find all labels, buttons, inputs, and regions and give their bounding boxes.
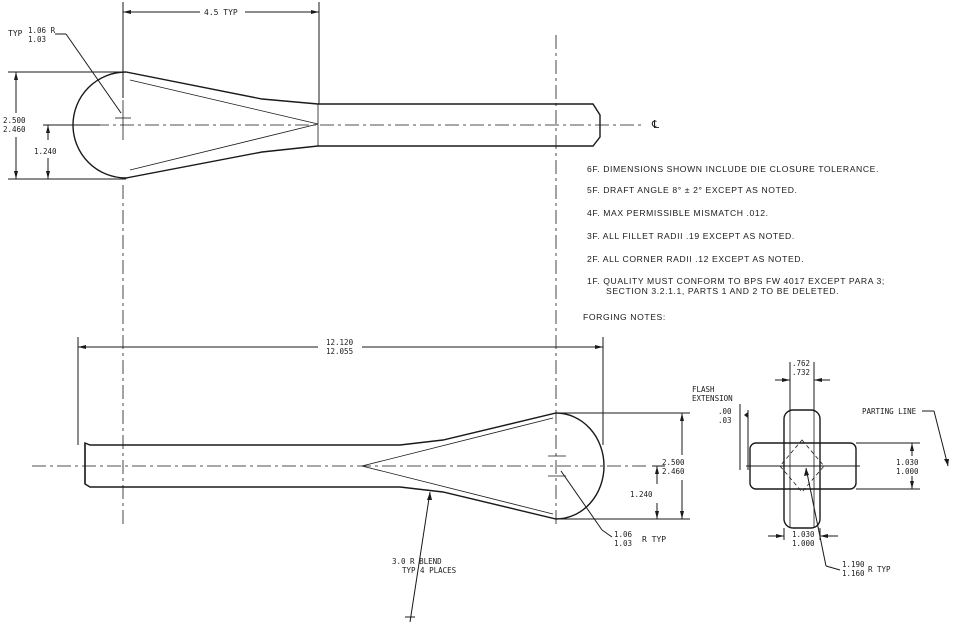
flash-min: .03 (718, 416, 732, 425)
flash-label-2: EXTENSION (692, 394, 733, 403)
side-width-max: 2.500 (662, 458, 685, 467)
note-1f: 1F. QUALITY MUST CONFORM TO BPS FW 4017 … (587, 276, 885, 286)
sec-height-min: 1.000 (896, 467, 919, 476)
centerline-label: ℄ (651, 118, 659, 131)
note-2f: 2F. ALL CORNER RADII .12 EXCEPT AS NOTED… (587, 254, 804, 264)
note-4f: 4F. MAX PERMISSIBLE MISMATCH .012. (587, 208, 769, 218)
side-radius-suffix: R TYP (642, 535, 666, 544)
sec-radius-leader-h (825, 565, 841, 571)
side-width-min: 2.460 (662, 467, 685, 476)
dim-4-5-typ: 4.5 TYP (204, 8, 238, 17)
arrowhead (680, 413, 684, 421)
top-view: ℄ 4.5 TYP TYP 1.06 R 1.03 2.500 2.460 1.… (3, 2, 659, 180)
arrowhead (595, 345, 603, 349)
side-view: 12.120 12.055 2.500 2.460 1.240 1.06 1.0… (32, 185, 690, 623)
sec-bottom-min: 1.000 (792, 539, 815, 548)
radius-max-top: 1.06 R (28, 26, 56, 35)
side-taper-upper (361, 417, 554, 467)
arrowhead (782, 378, 790, 382)
blend-radius: 3.0 R BLEND (392, 557, 442, 566)
top-view-outline (72, 71, 601, 179)
overall-max: 12.120 (326, 338, 354, 347)
arrowhead (744, 412, 748, 418)
arrowhead (123, 10, 131, 14)
flash-label-1: FLASH (692, 385, 715, 394)
radius-leader-diag (65, 33, 122, 114)
arrowhead (680, 511, 684, 519)
side-radius-leader-2 (601, 529, 613, 538)
arrowhead (46, 171, 50, 179)
sec-radius-suffix: R TYP (868, 565, 891, 574)
sec-radius-max: 1.190 (842, 560, 865, 569)
arrowhead (14, 171, 18, 179)
forging-notes: 6F. DIMENSIONS SHOWN INCLUDE DIE CLOSURE… (583, 164, 885, 322)
sec-top-max: .762 (792, 359, 810, 368)
sec-height-max: 1.030 (896, 458, 919, 467)
top-taper-line-upper (129, 79, 319, 125)
sec-bottom-max: 1.030 (792, 530, 815, 539)
note-1f-line2: SECTION 3.2.1.1, PARTS 1 AND 2 TO BE DEL… (606, 286, 839, 296)
arrowhead (78, 345, 86, 349)
arrowhead (14, 72, 18, 80)
blend-leader (409, 491, 431, 623)
half-width-top: 1.240 (34, 147, 57, 156)
section-diamond (779, 439, 825, 493)
arrowhead (804, 468, 809, 476)
flash-max: .00 (718, 407, 732, 416)
section-view: .762 .732 FLASH EXTENSION .00 .03 PARTIN… (692, 359, 949, 578)
sec-radius-leader (805, 467, 827, 567)
width-max-top: 2.500 (3, 116, 26, 125)
blend-places: TYP 4 PLACES (402, 566, 457, 575)
width-min-top: 2.460 (3, 125, 26, 134)
radius-typ-label: TYP (8, 29, 23, 38)
side-half-width: 1.240 (630, 490, 653, 499)
note-5f: 5F. DRAFT ANGLE 8° ± 2° EXCEPT AS NOTED. (587, 185, 798, 195)
parting-leader-diag (933, 410, 949, 467)
arrowhead (655, 466, 659, 474)
top-taper-line-lower (129, 123, 319, 171)
arrowhead (427, 492, 432, 500)
arrowhead (814, 378, 822, 382)
arrowhead (944, 459, 949, 466)
overall-min: 12.055 (326, 347, 353, 356)
arrowhead (776, 534, 784, 538)
notes-heading: FORGING NOTES: (583, 312, 666, 322)
side-radius-leader (560, 470, 603, 531)
arrowhead (910, 443, 914, 451)
side-radius-min: 1.03 (614, 539, 632, 548)
side-taper-lower (361, 465, 554, 515)
arrowhead (46, 125, 50, 133)
side-radius-max: 1.06 (614, 530, 633, 539)
parting-line-label: PARTING LINE (862, 407, 917, 416)
note-6f: 6F. DIMENSIONS SHOWN INCLUDE DIE CLOSURE… (587, 164, 879, 174)
note-3f: 3F. ALL FILLET RADII .19 EXCEPT AS NOTED… (587, 231, 795, 241)
sec-radius-min: 1.160 (842, 569, 865, 578)
radius-min-top: 1.03 (28, 35, 46, 44)
arrowhead (820, 534, 828, 538)
arrowhead (311, 10, 319, 14)
arrowhead (910, 481, 914, 489)
arrowhead (655, 511, 659, 519)
sec-top-min: .732 (792, 368, 810, 377)
section-body (783, 409, 821, 529)
